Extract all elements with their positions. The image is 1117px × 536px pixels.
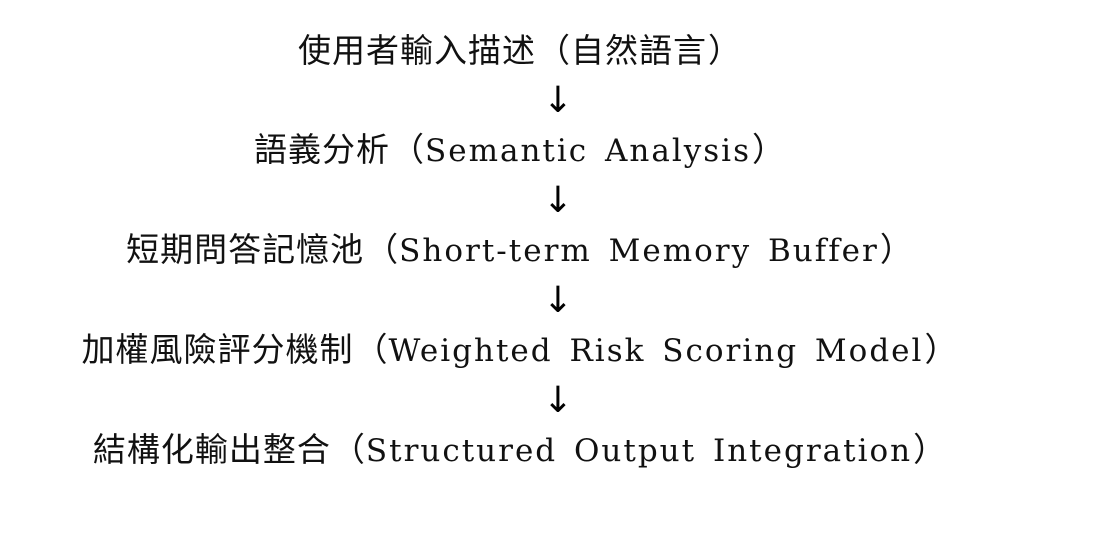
flowchart-step-stack: 使用者輸入描述（自然語言） ↓ 語義分析（Semantic Analysis） …: [0, 34, 1040, 467]
flow-step-4-latin-label: Weighted Risk Scoring Model: [388, 333, 924, 369]
flow-step-1: 使用者輸入描述（自然語言）: [298, 34, 742, 67]
flow-step-4-close-paren: ）: [924, 330, 958, 369]
flow-step-1-latin-label: 自然語言: [571, 31, 707, 70]
flow-step-3: 短期問答記憶池（Short-term Memory Buffer）: [126, 233, 914, 267]
flow-step-1-open-paren: （: [537, 31, 570, 70]
down-arrow-icon-4: ↓: [542, 380, 574, 421]
flow-step-4-open-paren: （: [354, 330, 388, 369]
flow-step-2: 語義分析（Semantic Analysis）: [254, 133, 786, 167]
flow-step-2-open-paren: （: [390, 130, 424, 169]
flow-step-5: 結構化輸出整合（Structured Output Integration）: [93, 433, 947, 467]
down-arrow-icon-1: ↓: [542, 80, 574, 121]
flow-step-1-cjk-label: 使用者輸入描述: [298, 31, 536, 70]
flow-step-2-close-paren: ）: [752, 130, 785, 169]
flow-step-2-latin-label: Semantic Analysis: [424, 133, 751, 169]
flow-step-3-open-paren: （: [365, 230, 399, 269]
flow-step-2-cjk-label: 語義分析: [253, 130, 390, 169]
flow-step-3-cjk-label: 短期問答記憶池: [126, 230, 365, 269]
flow-step-5-latin-label: Structured Output Integration: [365, 433, 913, 469]
flow-step-3-close-paren: ）: [879, 230, 913, 269]
flow-step-5-cjk-label: 結構化輸出整合: [92, 430, 331, 469]
flow-step-1-close-paren: ）: [708, 31, 741, 70]
flow-step-4: 加權風險評分機制（Weighted Risk Scoring Model）: [82, 333, 959, 367]
flow-step-3-latin-label: Short-term Memory Buffer: [399, 233, 879, 269]
flow-step-4-cjk-label: 加權風險評分機制: [81, 330, 354, 369]
flow-step-5-close-paren: ）: [913, 430, 947, 469]
down-arrow-icon-3: ↓: [542, 280, 574, 321]
flow-step-5-open-paren: （: [331, 430, 365, 469]
down-arrow-icon-2: ↓: [542, 180, 574, 221]
